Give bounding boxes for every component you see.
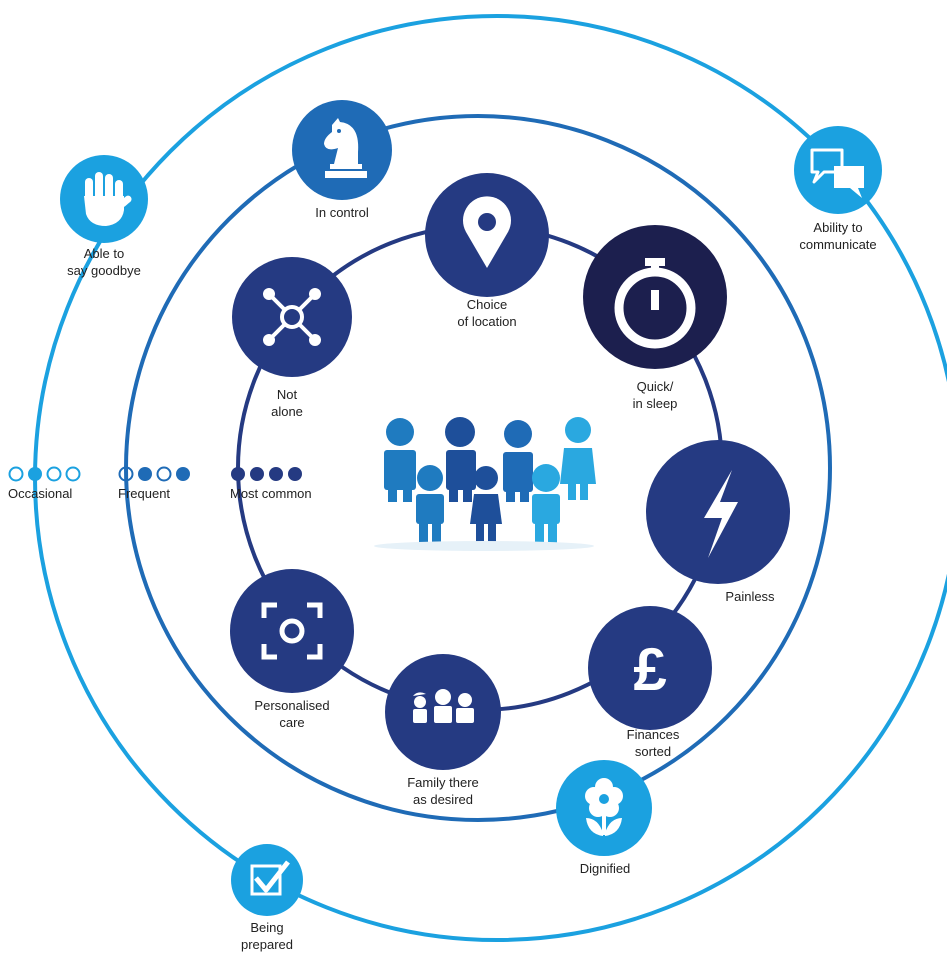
communicate-node (794, 126, 882, 214)
lightning-icon (704, 470, 738, 558)
choice-location-node (425, 173, 549, 297)
person-front-1 (416, 465, 444, 544)
pound-icon: £ (633, 636, 666, 703)
label-choice-location: Choice of location (457, 297, 517, 329)
speech-bubbles-icon (810, 148, 864, 198)
family-icon (413, 689, 474, 723)
family-node (385, 654, 501, 770)
label-prepared: Being prepared (240, 920, 294, 952)
legend-occasional-dots (8, 466, 81, 482)
hand-icon (84, 172, 132, 226)
personalised-node (230, 569, 354, 693)
chess-knight-icon (324, 118, 367, 178)
legend-frequent-label: Frequent (118, 486, 171, 501)
label-not-alone: Not alone (271, 387, 303, 419)
legend-occasional-label: Occasional (8, 486, 73, 501)
person-front-3 (532, 464, 560, 544)
person-back-3 (503, 420, 533, 502)
person-back-4 (560, 417, 596, 500)
label-finances: Finances sorted (626, 727, 680, 759)
location-pin-icon (463, 196, 511, 268)
person-front-2 (470, 466, 502, 544)
prepared-node (231, 844, 303, 916)
label-family: Family there as desired (407, 775, 479, 807)
label-goodbye: Able to say goodbye (67, 246, 141, 278)
label-painless: Painless (725, 589, 775, 604)
person-back-1 (384, 418, 416, 502)
stopwatch-icon (614, 258, 696, 349)
people-group-icon (374, 417, 596, 551)
label-quick-sleep: Quick/ in sleep (632, 379, 678, 411)
label-in-control: In control (315, 205, 369, 220)
dignified-node (556, 760, 652, 856)
person-back-2 (445, 417, 476, 502)
goodbye-node (60, 155, 148, 243)
label-communicate: Ability to communicate (799, 220, 877, 252)
flower-icon (585, 778, 623, 836)
checkbox-icon (250, 860, 290, 896)
finances-node: £ (588, 606, 712, 730)
painless-node (646, 440, 790, 584)
legend-frequent-dots (118, 466, 190, 482)
not-alone-node (232, 257, 352, 377)
legend-most-common-dots (231, 467, 302, 481)
legend-most-common-label: Most common (230, 486, 312, 501)
in-control-node (292, 100, 392, 200)
quick-sleep-node (583, 225, 727, 369)
label-personalised: Personalised care (254, 698, 330, 730)
network-icon (263, 288, 321, 346)
focus-camera-icon (261, 602, 323, 660)
label-dignified: Dignified (579, 861, 631, 876)
